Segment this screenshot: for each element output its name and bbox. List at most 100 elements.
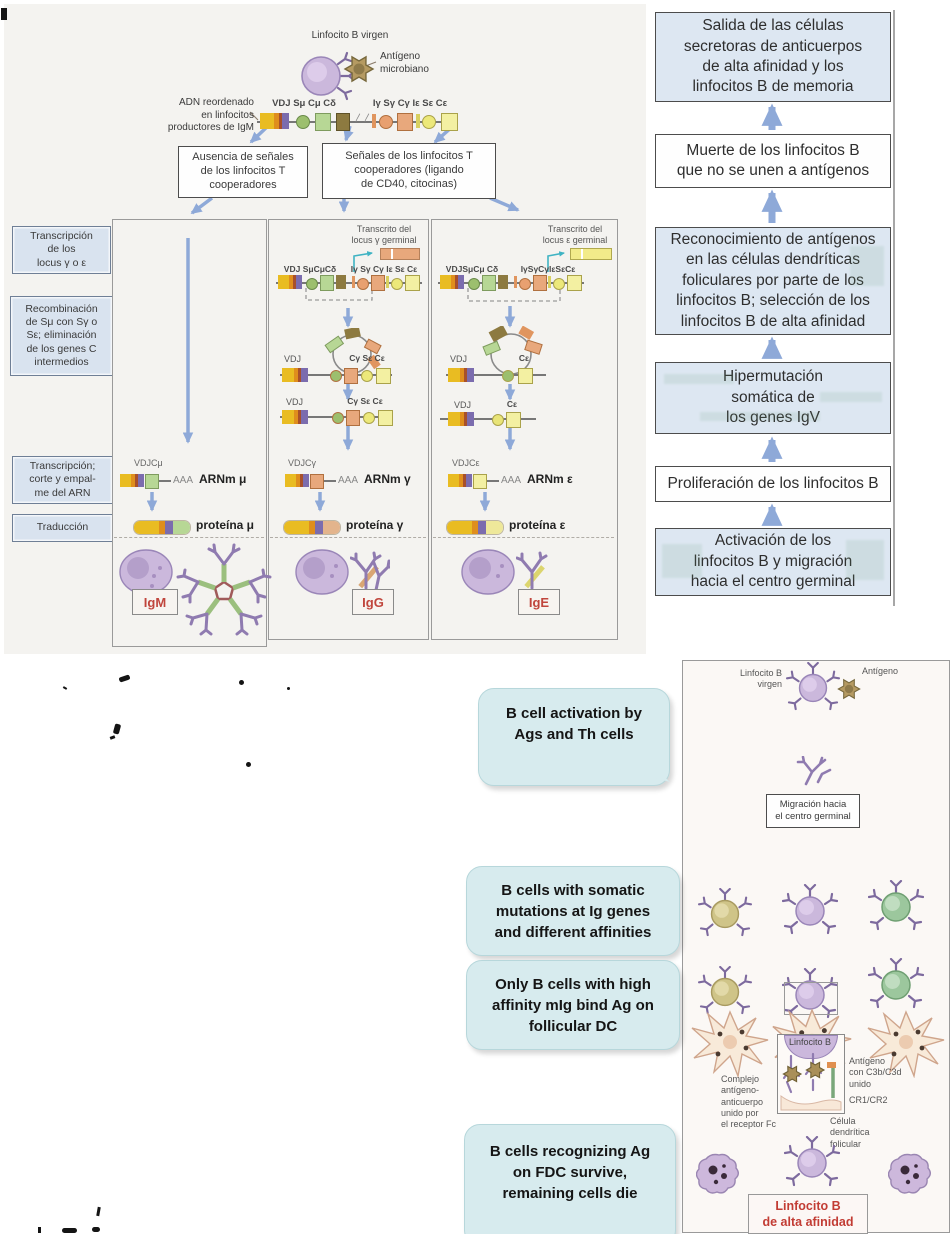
ige-switched-circle (492, 414, 504, 426)
scan-artifact-mark (62, 686, 68, 690)
ige-tag-text: IgE (528, 594, 550, 610)
igg-protein-label: proteína γ (346, 518, 404, 532)
gene-segment-vdj (260, 113, 289, 129)
igg-plasma-cell (295, 549, 349, 595)
antigen-icon-bottom (837, 678, 861, 700)
naive-b-label-bottom: Linfocito B virgen (739, 668, 782, 690)
ige-mrna-vdj (448, 474, 472, 487)
igg-panel (268, 219, 429, 640)
igg-protein-graphic (283, 520, 341, 535)
ige-mrna-label: ARNm ε (527, 472, 573, 486)
microbial-antigen-icon (343, 55, 375, 83)
ige-loop-vdj-segment (448, 368, 474, 382)
cr1-cr2-label: CR1/CR2 (849, 1095, 888, 1105)
gene-segment-sepsilon (422, 115, 436, 129)
migration-box: Migración hacia el centro germinal (766, 794, 860, 828)
igm-protein-graphic (133, 520, 191, 535)
gene-segment-iepsilon (416, 114, 420, 128)
ige-loop-line (446, 374, 546, 376)
scan-artifact-mark (92, 1227, 100, 1232)
ige-cmu-segment (482, 275, 496, 291)
scan-artifact-mark (96, 1206, 101, 1217)
migration-box-text: Migración hacia el centro germinal (775, 799, 851, 822)
bleedthrough-smudge (662, 544, 702, 578)
igg-switched-genes-label: Cγ Sε Cε (347, 396, 383, 406)
tcell-signal-text: Señales de los linfocitos T cooperadores… (345, 150, 473, 190)
igm-vdjc-label: VDJCμ (134, 458, 163, 468)
scan-artifact-mark (112, 723, 122, 735)
igm-mrna-vdj (120, 474, 144, 487)
surviving-bcell (784, 1136, 840, 1187)
gene-segment-cepsilon (441, 113, 458, 131)
callout-activation-text: B cell activation by Ags and Th cells (506, 705, 642, 743)
igg-excision-loop-graphic (324, 328, 382, 374)
callout-somatic-mutation-text: B cells with somatic mutations at Ig gen… (494, 881, 652, 941)
rearranged-dna-label: ADN reordenado en linfocitos productores… (167, 97, 254, 133)
igg-switched-sepsilon (363, 412, 375, 424)
igg-dna-line (276, 282, 422, 284)
scan-artifact-mark (246, 762, 251, 767)
igm-polyA-label: AAA (173, 475, 194, 486)
igg-loop-vdj-segment (282, 368, 308, 382)
igg-polyA-label: AAA (338, 475, 359, 486)
igg-transcript-bar (380, 248, 420, 260)
scan-artifact-mark (38, 1227, 41, 1233)
igg-cdelta-segment (336, 275, 346, 289)
igg-germline-transcript-label: Transcrito del locus γ germinal (351, 224, 417, 246)
igg-loop-cgamma (344, 368, 358, 384)
gene-segment-cmu (315, 113, 331, 131)
igg-mrna-line (324, 480, 336, 482)
step-splicing-label: Transcripción; corte y empal- me del ARN (12, 456, 113, 504)
gene-segment-cdelta (336, 113, 350, 131)
step-recombination-text: Recombinación de Sμ con Sγ o Sε; elimina… (25, 303, 98, 368)
scan-artifact-mark (287, 687, 290, 690)
ige-sepsilon-segment (553, 278, 565, 290)
igm-tag-text: IgM (143, 594, 167, 610)
flow-box-proliferation-text: Proliferación de los linfocitos B (667, 474, 879, 492)
apoptotic-cell-left (696, 1153, 739, 1194)
step-transcription-text: Transcripción de los locus γ o ε (30, 230, 93, 269)
ige-mrna-c (473, 474, 487, 489)
bleedthrough-smudge (820, 392, 882, 402)
igg-switched-cgamma (346, 410, 360, 426)
germline-genes-right-label: Iγ Sγ Cγ Iε Sε Cε (372, 98, 448, 109)
igg-igamma-segment (352, 276, 355, 288)
igg-smu-segment (306, 278, 318, 290)
mutated-bcell-green (868, 880, 924, 931)
flow-box-proliferation: Proliferación de los linfocitos B (655, 466, 891, 502)
step-splicing-text: Transcripción; corte y empal- me del ARN (29, 460, 96, 499)
igg-cmu-segment (320, 275, 334, 291)
flow-box-recognition-text: Reconocimiento de antígenos en las célul… (670, 230, 876, 330)
dna-break-mark: 〳〳 (354, 113, 373, 123)
igm-mrna-label: ARNm μ (199, 472, 247, 486)
igg-switched-circle (332, 412, 344, 424)
step-translation-label: Traducción (12, 514, 113, 542)
flow-box-hypermutation: Hipermutación somática de los genes IgV (655, 362, 891, 434)
detail-antibodies-antigens (780, 1052, 842, 1111)
ige-plasma-cell (461, 549, 515, 595)
selected-bcell-green (868, 958, 924, 1009)
naive-b-cell-bottom (786, 662, 840, 711)
ige-smu-segment (468, 278, 480, 290)
ige-vdjc-label: VDJCε (452, 458, 480, 468)
ige-switched-line (440, 418, 536, 420)
igm-protein-label: proteína μ (196, 518, 255, 532)
fdc-left (691, 1010, 769, 1078)
ige-loop-cepsilon (518, 368, 533, 384)
step-transcription-label: Transcripción de los locus γ o ε (12, 226, 111, 274)
igg-genes-left-label: VDJ SμCμCδ (283, 264, 337, 274)
flow-box-exit-text: Salida de las células secretoras de anti… (683, 17, 863, 96)
ige-protein-graphic (446, 520, 504, 535)
flow-box-recognition: Reconocimiento de antígenos en las célul… (655, 227, 891, 335)
igm-mrna-c (145, 474, 159, 489)
igg-mrna-label: ARNm γ (364, 472, 411, 486)
step-translation-text: Traducción (36, 521, 89, 534)
scan-artifact-mark (62, 1228, 77, 1233)
igg-switched-cepsilon (378, 410, 393, 426)
bleedthrough-smudge (700, 412, 820, 421)
apoptotic-cell-right (888, 1153, 931, 1194)
callout-survival-text: B cells recognizing Ag on FDC survive, r… (489, 1143, 651, 1202)
flow-box-death: Muerte de los linfocitos B que no se une… (655, 134, 891, 188)
igg-mrna-c (310, 474, 324, 489)
